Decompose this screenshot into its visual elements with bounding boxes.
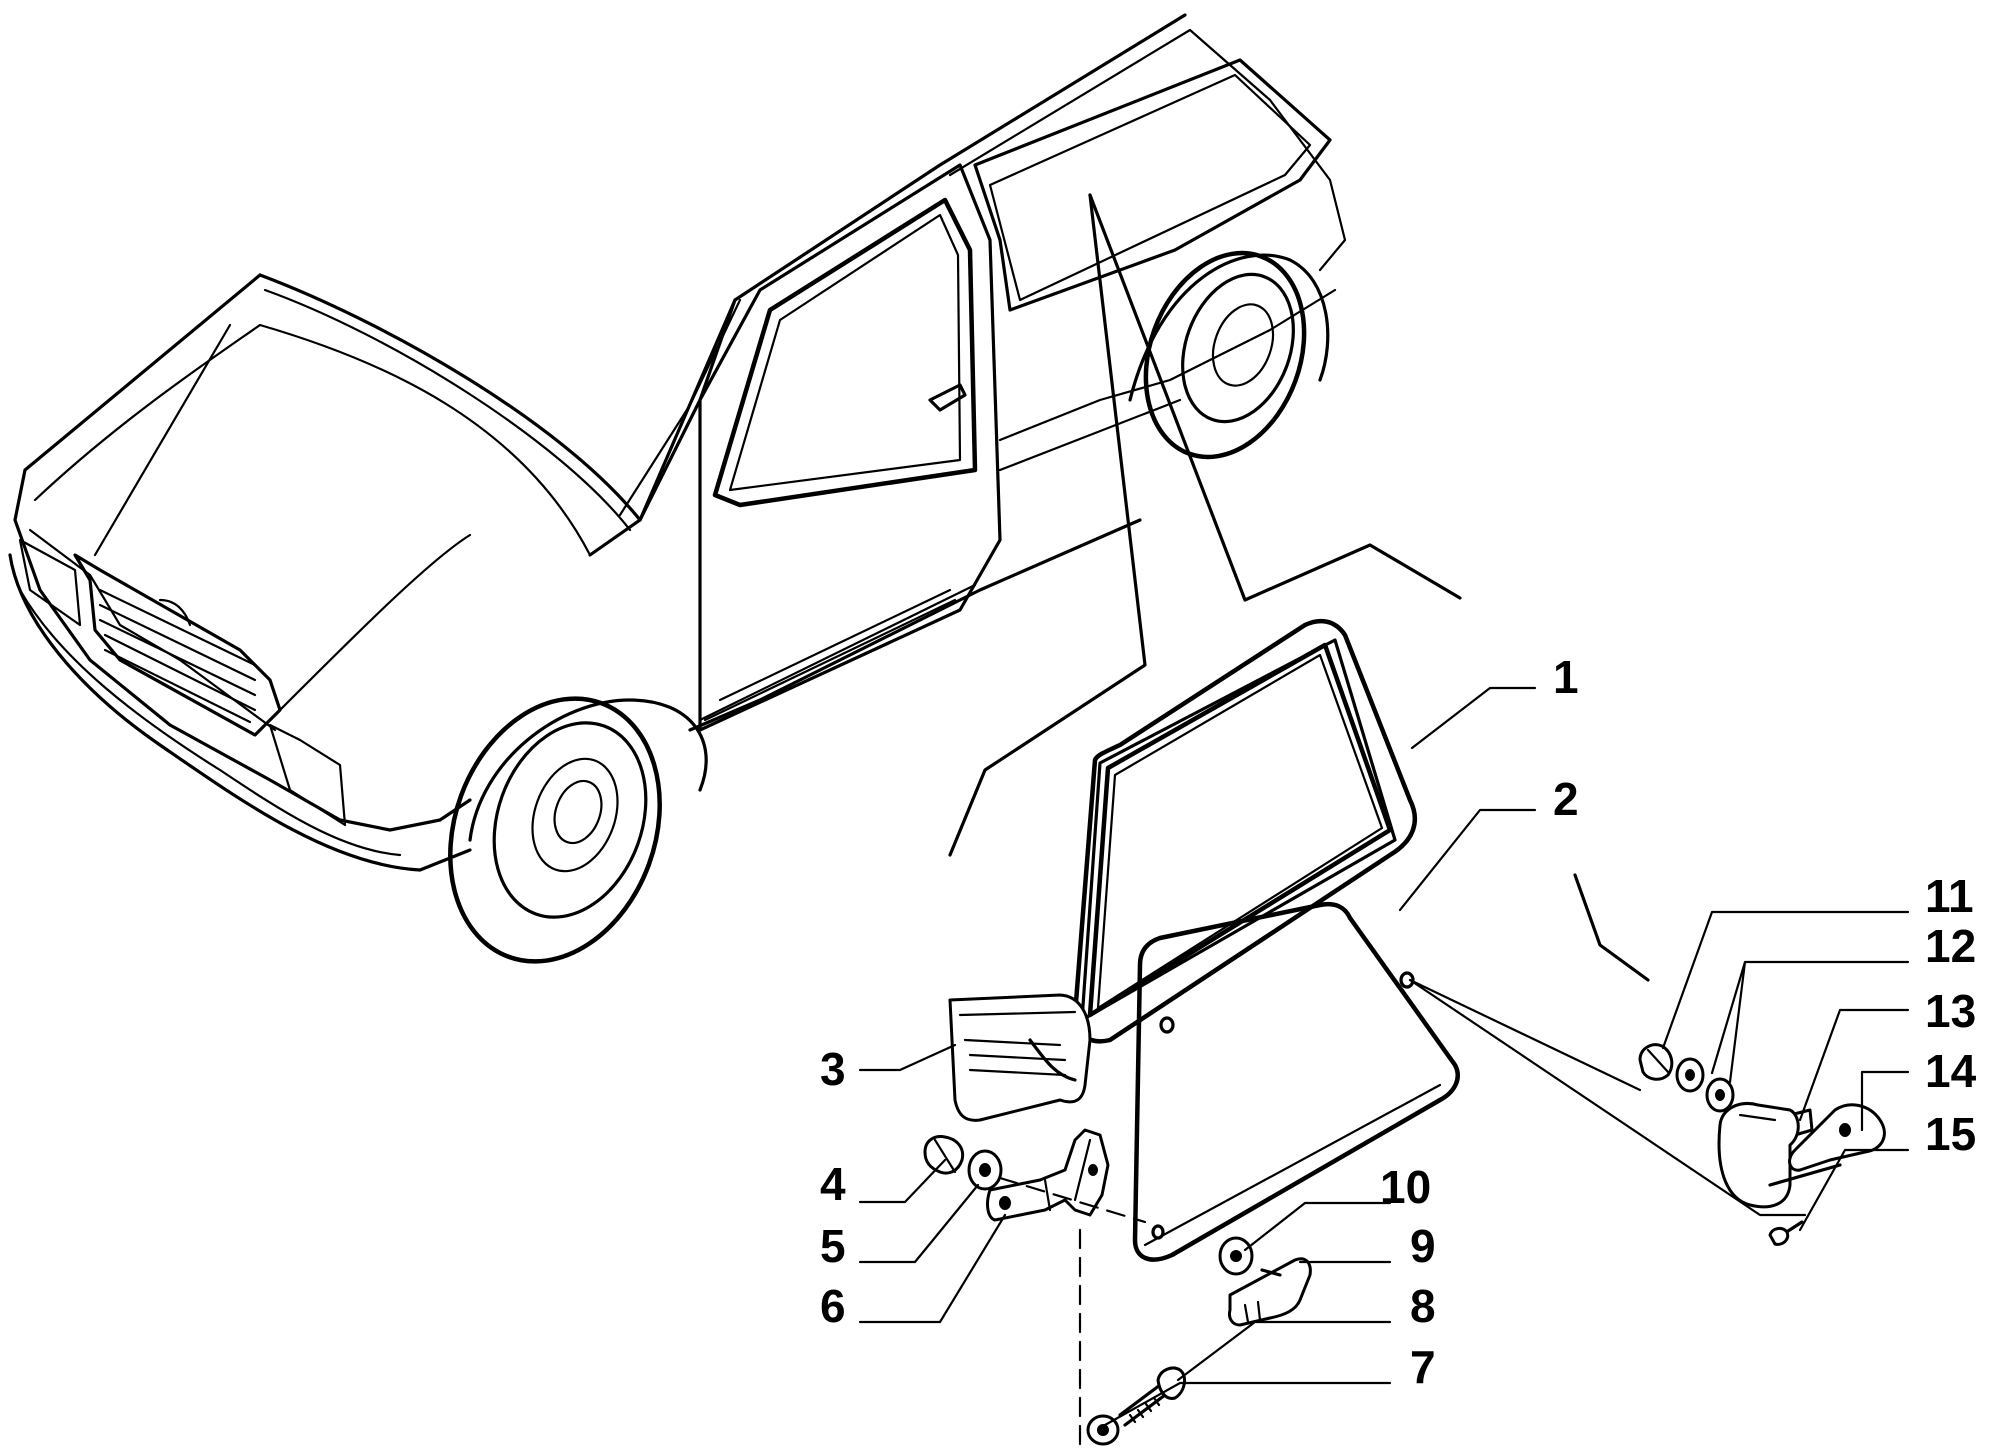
hinge-bracket [986,1128,1110,1222]
label-15: 15 [1925,1108,1976,1160]
leader-2b [1408,978,1807,1217]
label-2: 2 [1553,773,1579,825]
latch-handle-14 [1717,1102,1886,1209]
latch-assembly [1638,1043,1886,1246]
leader-3 [858,1043,957,1072]
clip-9 [1228,1257,1312,1327]
label-4: 4 [820,1158,846,1210]
knob-11 [1638,1043,1674,1081]
label-8: 8 [1410,1280,1436,1332]
part-labels: 1 2 3 4 5 6 7 8 9 10 11 12 13 14 15 [820,651,1977,1393]
label-14: 14 [1925,1045,1977,1097]
leader-lines [858,686,1910,1427]
leader-14 [1860,1070,1910,1132]
washer-5 [967,1149,1003,1191]
label-5: 5 [820,1220,846,1272]
leader-11 [1661,910,1910,1050]
leader-10 [1243,1201,1392,1252]
screw-15 [1768,1220,1804,1246]
left-headlight [18,538,82,627]
leader-6 [858,1213,1007,1324]
window-seal [1072,618,1418,1044]
leader-15 [1798,1148,1910,1232]
leader-5 [858,1183,980,1264]
leader-12 [1710,960,1910,1084]
label-1: 1 [1553,651,1579,703]
nut-4 [923,1135,965,1175]
washer-12a [1675,1057,1705,1093]
label-6: 6 [820,1280,846,1332]
front-grille [73,553,282,737]
window-glass [1132,901,1460,1262]
front-door [698,163,1002,732]
leader-8 [1176,1320,1392,1382]
hinge-cover [948,993,1092,1122]
label-11: 11 [1925,870,1974,922]
leader-1 [1410,686,1537,750]
leader-2 [1398,808,1537,912]
label-13: 13 [1925,985,1976,1037]
label-7: 7 [1410,1341,1436,1393]
leader-13 [1798,1008,1910,1122]
front-wheel [448,696,662,964]
label-3: 3 [820,1043,846,1095]
label-9: 9 [1410,1220,1436,1272]
axis-lines [998,1176,1147,1450]
washer-10 [1218,1236,1254,1276]
screw-8 [1118,1366,1187,1427]
car-outline [8,13,1347,872]
leader-7 [1103,1381,1392,1427]
washer-12b [1705,1077,1735,1113]
callout-lines [948,193,1650,982]
label-10: 10 [1380,1161,1431,1213]
label-12: 12 [1925,920,1976,972]
leader-4 [858,1158,947,1204]
right-headlight [268,723,347,827]
